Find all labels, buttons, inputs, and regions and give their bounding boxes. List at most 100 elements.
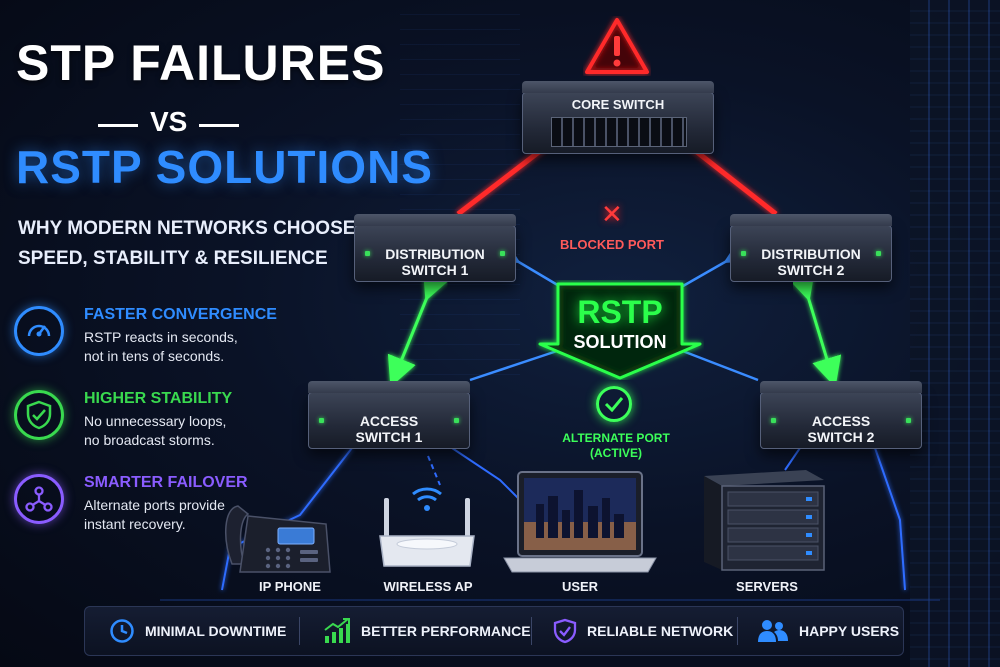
status-led xyxy=(876,251,881,256)
subtitle-line-1: WHY MODERN NETWORKS CHOOSE xyxy=(18,218,356,239)
access-switch-2-label: ACCESS SWITCH 2 xyxy=(761,413,921,445)
check-icon xyxy=(596,386,632,422)
feature-desc-line-1: No unnecessary loops, xyxy=(84,413,227,429)
blocked-port-label: BLOCKED PORT xyxy=(560,237,664,252)
switch-top xyxy=(760,381,922,393)
rstp-label: RSTP xyxy=(577,294,663,330)
switch-label-line-1: DISTRIBUTION xyxy=(385,246,485,262)
feature-description: Alternate ports provide instant recovery… xyxy=(84,496,334,534)
feature-higher-stability: HIGHER STABILITY No unnecessary loops, n… xyxy=(14,390,344,450)
switch-top xyxy=(354,214,516,226)
device-label-ip-phone: IP PHONE xyxy=(259,579,321,594)
access1-to-user-link xyxy=(451,447,521,501)
subtitle: WHY MODERN NETWORKS CHOOSE SPEED, STABIL… xyxy=(18,214,355,274)
distribution-switch-1-label: DISTRIBUTION SWITCH 1 xyxy=(355,246,515,278)
device-label-user: USER xyxy=(561,579,599,594)
clock-icon xyxy=(110,619,134,643)
feature-desc-line-1: Alternate ports provide xyxy=(84,497,225,513)
divider xyxy=(531,617,532,645)
versus-label: VS xyxy=(97,106,241,137)
benefit-reliable-network: RELIABLE NETWORK xyxy=(553,607,733,655)
core-to-dist2-link xyxy=(686,143,778,216)
feature-title: SMARTER FAILOVER xyxy=(84,474,248,491)
switch-label-line-1: ACCESS xyxy=(811,413,871,429)
access1-to-rstp-link xyxy=(469,348,561,382)
access-switch-1-label: ACCESS SWITCH 1 xyxy=(309,413,469,445)
main-title-line-2: RSTP SOLUTIONS xyxy=(16,141,433,193)
feature-desc-line-2: not in tens of seconds. xyxy=(84,348,225,364)
blocked-x-icon: ✕ xyxy=(601,200,623,230)
status-led xyxy=(365,251,370,256)
switch-top xyxy=(522,81,714,93)
switch-label-line-2: SWITCH 2 xyxy=(807,429,875,445)
access2-to-rstp-link xyxy=(679,348,759,382)
status-led xyxy=(906,418,911,423)
dist1-to-access1-link xyxy=(387,267,451,388)
switch-label-line-2: SWITCH 1 xyxy=(355,429,423,445)
switch-label-line-2: SWITCH 2 xyxy=(777,262,845,278)
down-arrow-badge-icon xyxy=(538,282,702,380)
shield-check-icon xyxy=(553,618,577,644)
benefit-better-performance: BETTER PERFORMANCE xyxy=(323,607,531,655)
subtitle-line-2: SPEED, STABILITY & RESILIENCE xyxy=(18,248,328,269)
core-switch-label: CORE SWITCH xyxy=(571,97,665,112)
access-switch-1: ACCESS SWITCH 1 xyxy=(308,381,470,449)
device-label-wireless-ap: WIRELESS AP xyxy=(383,579,473,594)
solution-label: SOLUTION xyxy=(573,332,667,352)
distribution-switch-2: DISTRIBUTION SWITCH 2 xyxy=(730,214,892,282)
benefit-label: HAPPY USERS xyxy=(799,623,900,639)
core-switch: CORE SWITCH xyxy=(522,81,714,154)
access1-to-ap-link xyxy=(427,455,441,486)
switch-ports xyxy=(551,117,687,147)
device-label-servers: SERVERS xyxy=(736,579,798,594)
switch-top xyxy=(730,214,892,226)
rstp-solution-badge: RSTP SOLUTION xyxy=(536,280,704,380)
feature-smarter-failover: SMARTER FAILOVER Alternate ports provide… xyxy=(14,474,344,534)
distribution-switch-2-label: DISTRIBUTION SWITCH 2 xyxy=(731,246,891,278)
dist2-to-rstp-link xyxy=(675,239,752,292)
benefit-label: MINIMAL DOWNTIME xyxy=(145,623,287,639)
benefit-label: BETTER PERFORMANCE xyxy=(361,623,531,639)
dist2-to-access2-link xyxy=(786,268,842,388)
alternate-port-line-2: (ACTIVE) xyxy=(590,446,642,460)
warning-icon xyxy=(585,18,649,74)
feature-desc-line-2: no broadcast storms. xyxy=(84,432,215,448)
status-led xyxy=(319,418,324,423)
benefit-happy-users: HAPPY USERS xyxy=(757,607,899,655)
switch-label-line-2: SWITCH 1 xyxy=(401,262,469,278)
status-led xyxy=(741,251,746,256)
wireless-ap-icon xyxy=(379,487,475,567)
feature-desc-line-1: RSTP reacts in seconds, xyxy=(84,329,238,345)
status-led xyxy=(500,251,505,256)
users-icon xyxy=(758,620,788,642)
feature-description: RSTP reacts in seconds, not in tens of s… xyxy=(84,328,334,366)
status-led xyxy=(771,418,776,423)
ip-phone-icon xyxy=(225,505,331,573)
server-rack-background xyxy=(910,0,1000,667)
shield-check-icon xyxy=(14,390,64,440)
alternate-port-line-1: ALTERNATE PORT xyxy=(562,431,670,445)
access2-to-edge-link xyxy=(874,447,906,591)
alternate-port-label: ALTERNATE PORT (ACTIVE) xyxy=(556,431,676,461)
access2-to-servers-link xyxy=(784,447,801,471)
switch-label-line-1: DISTRIBUTION xyxy=(761,246,861,262)
feature-title: HIGHER STABILITY xyxy=(84,390,233,407)
switch-label-line-1: ACCESS xyxy=(359,413,419,429)
feature-title: FASTER CONVERGENCE xyxy=(84,306,277,323)
core-to-dist1-link xyxy=(456,143,550,216)
benefits-bar: MINIMAL DOWNTIME BETTER PERFORMANCE RELI… xyxy=(84,606,904,656)
feature-faster-convergence: FASTER CONVERGENCE RSTP reacts in second… xyxy=(14,306,344,366)
servers-icon xyxy=(704,470,825,571)
status-led xyxy=(454,418,459,423)
benefit-minimal-downtime: MINIMAL DOWNTIME xyxy=(109,607,286,655)
switch-top xyxy=(308,381,470,393)
divider xyxy=(299,617,300,645)
speedometer-icon xyxy=(14,306,64,356)
network-nodes-icon xyxy=(14,474,64,524)
benefit-label: RELIABLE NETWORK xyxy=(587,623,734,639)
feature-desc-line-2: instant recovery. xyxy=(84,516,186,532)
feature-description: No unnecessary loops, no broadcast storm… xyxy=(84,412,334,450)
main-title-line-1: STP FAILURES xyxy=(16,35,386,91)
laptop-user-icon xyxy=(503,471,657,573)
